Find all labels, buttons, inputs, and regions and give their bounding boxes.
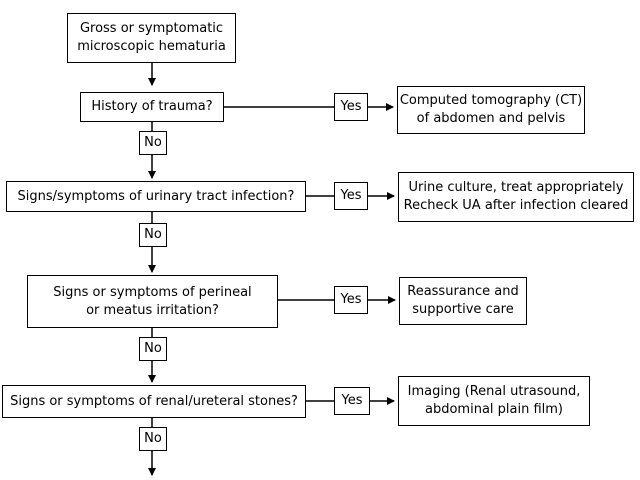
label-yes-stones: Yes: [334, 387, 370, 415]
node-result-reassurance: Reassurance and supportive care: [399, 277, 527, 325]
label-no-uti: No: [139, 223, 167, 247]
label-no-stones: No: [139, 427, 167, 451]
label-no-trauma: No: [139, 131, 167, 155]
label-yes-trauma: Yes: [334, 93, 368, 121]
node-result-culture: Urine culture, treat appropriately Reche…: [398, 172, 634, 222]
node-question-uti: Signs/symptoms of urinary tract infectio…: [6, 181, 306, 212]
node-start: Gross or symptomatic microscopic hematur…: [67, 13, 236, 63]
node-result-ct: Computed tomography (CT) of abdomen and …: [397, 86, 585, 134]
node-result-imaging: Imaging (Renal utrasound, abdominal plai…: [398, 376, 590, 426]
label-no-perineal: No: [139, 337, 167, 361]
label-yes-perineal: Yes: [334, 286, 368, 314]
label-yes-uti: Yes: [334, 182, 368, 210]
node-question-perineal: Signs or symptoms of perineal or meatus …: [27, 275, 278, 328]
node-question-trauma: History of trauma?: [80, 92, 224, 122]
node-question-stones: Signs or symptoms of renal/ureteral ston…: [2, 385, 306, 418]
